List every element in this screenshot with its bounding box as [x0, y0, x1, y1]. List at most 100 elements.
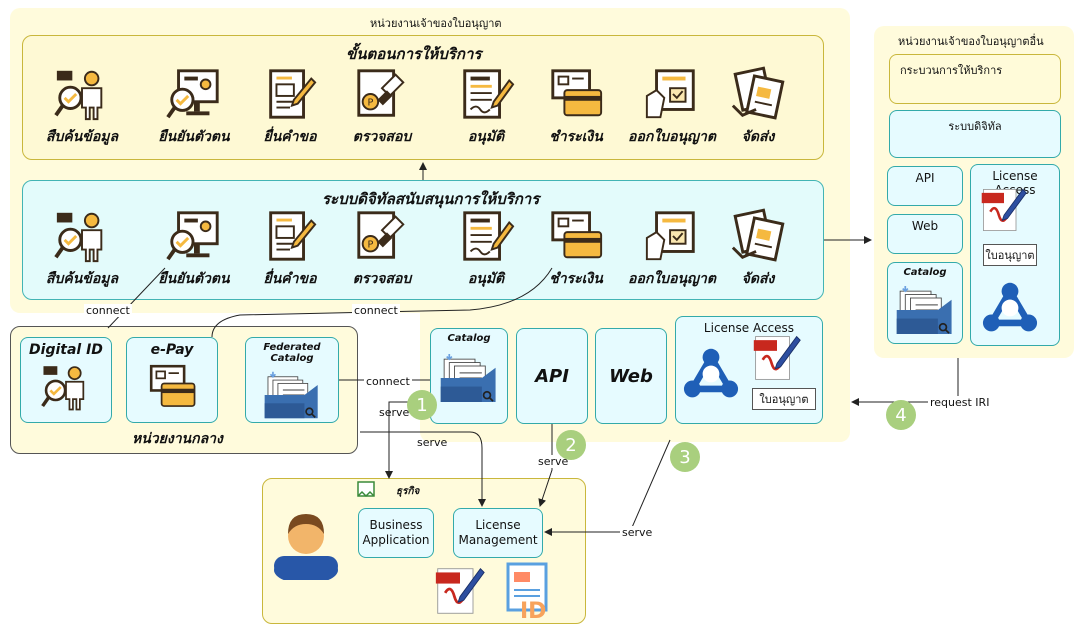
service-step: ยื่นคำขอ	[244, 66, 336, 148]
step-label: จัดส่ง	[741, 271, 775, 287]
service-step: ชำระเงิน	[530, 66, 622, 148]
catalog-icon	[263, 368, 321, 422]
digital-step: ชำระเงิน	[530, 208, 622, 290]
license-issue-icon	[643, 208, 701, 264]
search-person-icon	[53, 66, 111, 122]
flag-icon	[357, 481, 375, 498]
payment-card-icon	[547, 66, 605, 122]
license-doc-label: ใบอนุญาต	[759, 393, 809, 406]
step-marker: 1	[407, 390, 437, 420]
service-step: ตรวจสอบ	[336, 66, 428, 148]
central-agency-title: หน่วยงานกลาง	[132, 431, 223, 447]
delivery-docs-icon	[729, 66, 787, 122]
api-label: API	[535, 365, 569, 387]
payment-card-icon	[146, 362, 198, 412]
pdf-document-icon	[752, 333, 802, 383]
step-label: ตรวจสอบ	[352, 129, 412, 145]
service-steps-title: ขั้นตอนการให้บริการ	[346, 45, 482, 63]
payment-card-icon	[547, 208, 605, 264]
edge-label-serve: serve	[620, 526, 655, 539]
stamp-check-icon	[353, 66, 411, 122]
submit-form-icon	[261, 208, 319, 264]
other-agency-title: หน่วยงานเจ้าของใบอนุญาตอื่น	[898, 35, 1044, 48]
digital-step: สืบค้นข้อมูล	[36, 208, 128, 290]
license-doc-label: ใบอนุญาต	[985, 249, 1035, 262]
catalog-label: Catalog	[447, 333, 491, 344]
owner-catalog-box[interactable]: Catalog	[430, 328, 508, 424]
edge-label-serve: serve	[536, 455, 571, 468]
api-label: API	[915, 171, 935, 185]
digital-step: จัดส่ง	[712, 208, 804, 290]
step-label: ยื่นคำขอ	[263, 271, 317, 287]
digital-step: อนุมัติ	[440, 208, 532, 290]
pdf-document-icon	[434, 564, 486, 618]
business-application-label: Business Application	[362, 518, 430, 547]
web-label: Web	[609, 365, 653, 387]
search-person-icon	[40, 362, 92, 412]
identity-verify-icon	[165, 208, 223, 264]
other-catalog-box[interactable]: Catalog	[887, 262, 963, 344]
digital-support-title: ระบบดิจิทัลสนับสนุนการให้บริการ	[322, 190, 540, 208]
approve-sign-icon	[457, 208, 515, 264]
step-label: ยืนยันตัวตน	[158, 271, 230, 287]
digital-step: ยืนยันตัวตน	[148, 208, 240, 290]
delivery-docs-icon	[729, 208, 787, 264]
network-icon	[982, 280, 1038, 336]
epay-label: e-Pay	[150, 342, 194, 358]
owner-web-box[interactable]: Web	[595, 328, 667, 424]
federated-catalog-label: Federated Catalog	[263, 342, 321, 364]
license-issue-icon	[643, 66, 701, 122]
network-icon	[683, 346, 739, 402]
step-label: ออกใบอนุญาต	[628, 271, 716, 287]
step-label: ยืนยันตัวตน	[158, 129, 230, 145]
service-step: จัดส่ง	[712, 66, 804, 148]
step-label: อนุมัติ	[467, 271, 505, 287]
owner-api-box[interactable]: API	[516, 328, 588, 424]
digital-system-label: ระบบดิจิทัล	[948, 120, 1002, 133]
digital-id-label: Digital ID	[29, 342, 103, 358]
other-api-box[interactable]: API	[887, 166, 963, 206]
edge-label-connect: connect	[352, 304, 400, 317]
digital-step: ออกใบอนุญาต	[626, 208, 718, 290]
edge-label-serve: serve	[379, 406, 410, 419]
business-title: ธุรกิจ	[396, 486, 420, 497]
step-label: อนุมัติ	[467, 129, 505, 145]
license-access-title: License Access	[703, 321, 795, 335]
step-label: ยื่นคำขอ	[263, 129, 317, 145]
digital-id-box[interactable]: Digital ID	[20, 337, 112, 423]
service-step: อนุมัติ	[440, 66, 532, 148]
step-label: ตรวจสอบ	[352, 271, 412, 287]
other-digital-system-box[interactable]: ระบบดิจิทัล	[889, 110, 1061, 158]
web-label: Web	[911, 219, 939, 233]
step-label: ออกใบอนุญาต	[628, 129, 716, 145]
edge-label-connect: connect	[364, 375, 412, 388]
other-service-process-box[interactable]: กระบวนการให้บริการ	[889, 54, 1061, 104]
service-step: สืบค้นข้อมูล	[36, 66, 128, 148]
identity-verify-icon	[165, 66, 223, 122]
license-management-box[interactable]: License Management	[453, 508, 543, 558]
user-avatar-icon	[274, 514, 338, 580]
license-management-label: License Management	[458, 518, 538, 547]
catalog-icon	[895, 282, 955, 338]
step-marker: 2	[556, 430, 586, 460]
edge-label-serve: serve	[417, 436, 448, 449]
step-marker: 4	[886, 400, 916, 430]
federated-catalog-box[interactable]: Federated Catalog	[245, 337, 339, 423]
digital-step: ยื่นคำขอ	[244, 208, 336, 290]
step-label: ชำระเงิน	[549, 271, 603, 287]
service-step: ออกใบอนุญาต	[626, 66, 718, 148]
approve-sign-icon	[457, 66, 515, 122]
step-marker: 3	[670, 442, 700, 472]
digital-id-doc-icon: ID	[506, 562, 548, 620]
business-application-box[interactable]: Business Application	[358, 508, 434, 558]
step-label: ชำระเงิน	[549, 129, 603, 145]
pdf-document-icon	[980, 186, 1028, 234]
catalog-label: Catalog	[903, 267, 947, 278]
edge-label-connect: connect	[84, 304, 132, 317]
digital-step: ตรวจสอบ	[336, 208, 428, 290]
service-process-label: กระบวนการให้บริการ	[900, 64, 1003, 77]
epay-box[interactable]: e-Pay	[126, 337, 218, 423]
id-text: ID	[520, 599, 546, 620]
other-web-box[interactable]: Web	[887, 214, 963, 254]
stamp-check-icon	[353, 208, 411, 264]
